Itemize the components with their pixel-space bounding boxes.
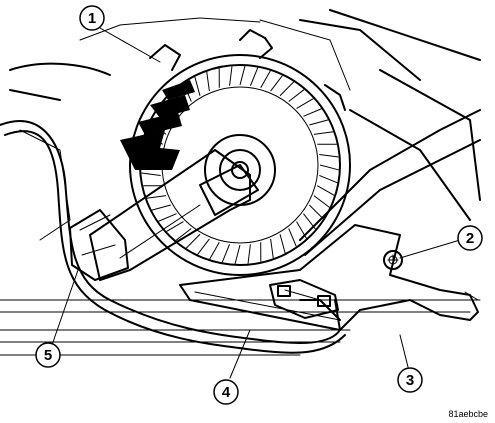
blower-fin bbox=[279, 81, 295, 97]
blower-fin bbox=[141, 172, 161, 176]
callout-5: 5 bbox=[35, 342, 61, 368]
blower-fin bbox=[303, 213, 316, 230]
mounting-bracket bbox=[179, 224, 479, 331]
blower-fin bbox=[270, 75, 283, 92]
blower-fin bbox=[239, 65, 246, 86]
callout-4-label: 4 bbox=[222, 384, 231, 401]
blower-fin bbox=[185, 233, 201, 249]
blower-fin bbox=[279, 234, 286, 254]
blower-fin bbox=[309, 119, 329, 126]
blower-fin bbox=[313, 195, 330, 208]
blower-fin bbox=[249, 67, 259, 86]
callout-2-label: 2 bbox=[466, 230, 474, 247]
motor-connector bbox=[69, 209, 129, 281]
blower-fin bbox=[175, 228, 192, 241]
blower-fin bbox=[229, 66, 233, 86]
figure-code: 81aebcbe bbox=[448, 409, 488, 419]
blower-fin bbox=[194, 76, 201, 96]
blower-fin bbox=[296, 98, 314, 109]
blower-fin bbox=[260, 70, 271, 88]
blower-fin bbox=[166, 221, 184, 232]
callout-1-label: 1 bbox=[88, 10, 96, 27]
blower-fin bbox=[206, 71, 210, 92]
blower-fin bbox=[158, 213, 177, 222]
blower-fin bbox=[288, 228, 297, 247]
blower-fin bbox=[288, 89, 305, 102]
blower-fin bbox=[303, 108, 322, 117]
callout-2: 2 bbox=[457, 225, 483, 251]
blower-fin bbox=[151, 204, 171, 211]
blower-fin bbox=[247, 244, 251, 264]
blower-fin bbox=[317, 185, 335, 196]
blower-fin bbox=[313, 131, 334, 135]
blower-fin bbox=[319, 164, 340, 171]
blower-fin bbox=[234, 244, 241, 265]
blower-fin bbox=[319, 154, 339, 158]
blower-arm bbox=[89, 149, 259, 281]
rotation-arrow-icon bbox=[120, 80, 195, 170]
hvac-housing bbox=[0, 9, 481, 356]
callout-3-label: 3 bbox=[406, 372, 414, 389]
callout-4: 4 bbox=[213, 379, 239, 405]
mounting-screw bbox=[383, 250, 403, 270]
blower-fin bbox=[209, 242, 220, 260]
blower-fin bbox=[221, 244, 231, 263]
blower-fin bbox=[197, 238, 210, 255]
harness-connector bbox=[269, 279, 339, 319]
callout-3: 3 bbox=[397, 367, 423, 393]
blower-fin bbox=[270, 238, 274, 259]
blower-fin bbox=[296, 221, 307, 239]
blower-fin bbox=[319, 174, 338, 184]
callout-1: 1 bbox=[79, 5, 105, 31]
blower-fin bbox=[308, 204, 324, 220]
callout-5-label: 5 bbox=[44, 347, 52, 364]
leader-lines bbox=[51, 27, 461, 379]
blower-fin bbox=[146, 195, 167, 199]
